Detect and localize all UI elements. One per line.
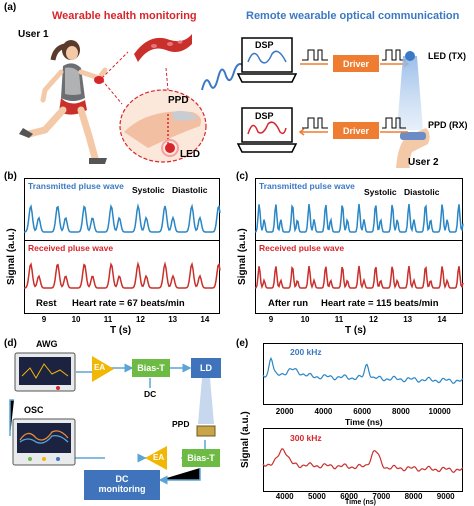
led-tx-beam	[397, 51, 423, 130]
panel-b-tx-wave	[23, 203, 221, 233]
panel-e-bottom-freq: 300 kHz	[290, 433, 322, 443]
panel-c-divider	[255, 240, 463, 241]
runner-illustration	[19, 40, 108, 164]
awg-instrument	[14, 352, 76, 392]
x-tick-label: 7000	[372, 492, 391, 501]
user2-label: User 2	[408, 157, 439, 168]
dsp-tx-label: DSP	[255, 40, 274, 50]
panel-c-rx-wave	[254, 265, 464, 290]
dc-monitoring-label: DC monitoring	[98, 474, 146, 494]
x-tick-label: 10	[71, 315, 81, 324]
laptop-tx-icon	[236, 37, 298, 83]
x-tick-label: 8000	[392, 407, 410, 416]
ld-box: LD	[191, 358, 221, 378]
user2-arm-illustration	[396, 128, 430, 168]
awg-label: AWG	[36, 339, 58, 349]
panel-c-axes	[255, 178, 463, 314]
x-tick-label: 9000	[436, 492, 455, 501]
x-tick-label: 6000	[340, 492, 358, 501]
finger-sensor-illustration	[119, 89, 207, 163]
title-wearable-health: Wearable health monitoring	[52, 10, 197, 22]
x-tick-label: 5000	[308, 492, 326, 501]
led-tx-label: LED (TX)	[428, 51, 466, 61]
panel-b-systolic: Systolic	[132, 185, 165, 195]
panel-c-tx-label: Transmitted pulse wave	[259, 181, 355, 191]
panel-a-label: (a)	[4, 2, 17, 13]
ld-beam	[198, 378, 214, 424]
bias-t-1-box: Bias-T	[132, 359, 170, 377]
ea1-label: EA	[94, 363, 106, 372]
panel-b-tx-label: Transmitted pluse wave	[28, 181, 124, 191]
panel-b-rx-label: Received pluse wave	[28, 243, 114, 253]
title-remote-optical: Remote wearable optical communication	[246, 10, 460, 22]
x-tick-label: 10	[300, 315, 310, 324]
x-tick-label: 9	[41, 315, 47, 324]
laptop-rx-icon	[236, 107, 298, 153]
osc-instrument	[12, 418, 76, 466]
panel-b-diastolic: Diastolic	[172, 185, 208, 195]
panel-c-xlabel: T (s)	[345, 325, 367, 336]
panel-b-label: (b)	[4, 171, 17, 182]
panel-b-heart-rate: Heart rate = 67 beats/min	[72, 298, 185, 309]
x-tick-label: 6000	[353, 407, 372, 416]
ea1-amplifier	[92, 356, 114, 382]
led-label: LED	[180, 149, 200, 160]
x-tick-label: 12	[369, 315, 378, 324]
ea2-amplifier	[145, 446, 167, 470]
x-tick-label: 10000	[428, 407, 451, 416]
x-tick-label: 14	[437, 315, 447, 324]
ppd-chip	[196, 425, 216, 437]
panel-e-ylabel: Signal (a.u.)	[240, 411, 251, 468]
x-tick-label: 4000	[314, 407, 333, 416]
x-tick-label: 13	[168, 315, 178, 324]
dc-monitoring-box: DC monitoring	[84, 470, 160, 500]
panel-e-bottom-axes	[263, 428, 463, 492]
panel-e-top-xlabel: Time (ns)	[345, 417, 383, 427]
driver-tx-box: Driver	[333, 55, 379, 72]
x-tick-label: 11	[334, 315, 344, 324]
panel-d-label: (d)	[4, 338, 17, 349]
panel-e-top-wave	[262, 356, 464, 384]
panel-c-rx-label: Received pulse wave	[259, 243, 345, 253]
driver-rx-box: Driver	[333, 122, 379, 139]
panel-c-label: (c)	[236, 171, 249, 182]
user1-label: User 1	[18, 29, 49, 40]
panel-b-xlabel: T (s)	[110, 325, 132, 336]
panel-e-bottom-wave	[262, 448, 464, 473]
ppd-rx-label: PPD (RX)	[428, 120, 468, 130]
x-tick-label: 8000	[404, 492, 423, 501]
x-tick-label: 11	[103, 315, 113, 324]
panel-e-top-axes	[263, 343, 463, 405]
zoom-connectors	[101, 51, 169, 105]
panel-c-diastolic: Diastolic	[404, 187, 440, 197]
panel-e-label: (e)	[236, 338, 249, 349]
panel-e-bottom-xlabel: Time (ns)	[345, 499, 376, 506]
x-tick-label: 4000	[275, 492, 294, 501]
panel-b-rx-wave	[23, 261, 221, 289]
panel-c-heart-rate: Heart rate = 115 beats/min	[321, 298, 439, 309]
blood-vessel-illustration	[134, 34, 192, 62]
dc-label: DC	[144, 389, 157, 399]
ppd-d-label: PPD	[172, 419, 190, 429]
signal-wave-arrow	[201, 63, 245, 91]
x-tick-label: 2000	[275, 407, 294, 416]
panel-c-tx-wave	[254, 203, 464, 233]
panel-b-state: Rest	[36, 298, 57, 309]
osc-label: OSC	[24, 405, 44, 415]
dsp-rx-label: DSP	[255, 111, 274, 121]
x-tick-label: 9	[268, 315, 274, 324]
panel-b-divider	[24, 240, 220, 241]
ea2-label: EA	[153, 453, 165, 462]
x-tick-label: 12	[136, 315, 145, 324]
panel-b-axes	[24, 178, 220, 314]
x-tick-label: 13	[403, 315, 413, 324]
panel-e-top-freq: 200 kHz	[290, 347, 322, 357]
x-tick-label: 14	[200, 315, 210, 324]
panel-c-systolic: Systolic	[364, 187, 397, 197]
bias-t-2-box: Bias-T	[182, 449, 220, 467]
square-pulses-rx	[298, 117, 408, 136]
ppd-label: PPD	[168, 95, 189, 106]
panel-c-state: After run	[268, 298, 309, 309]
